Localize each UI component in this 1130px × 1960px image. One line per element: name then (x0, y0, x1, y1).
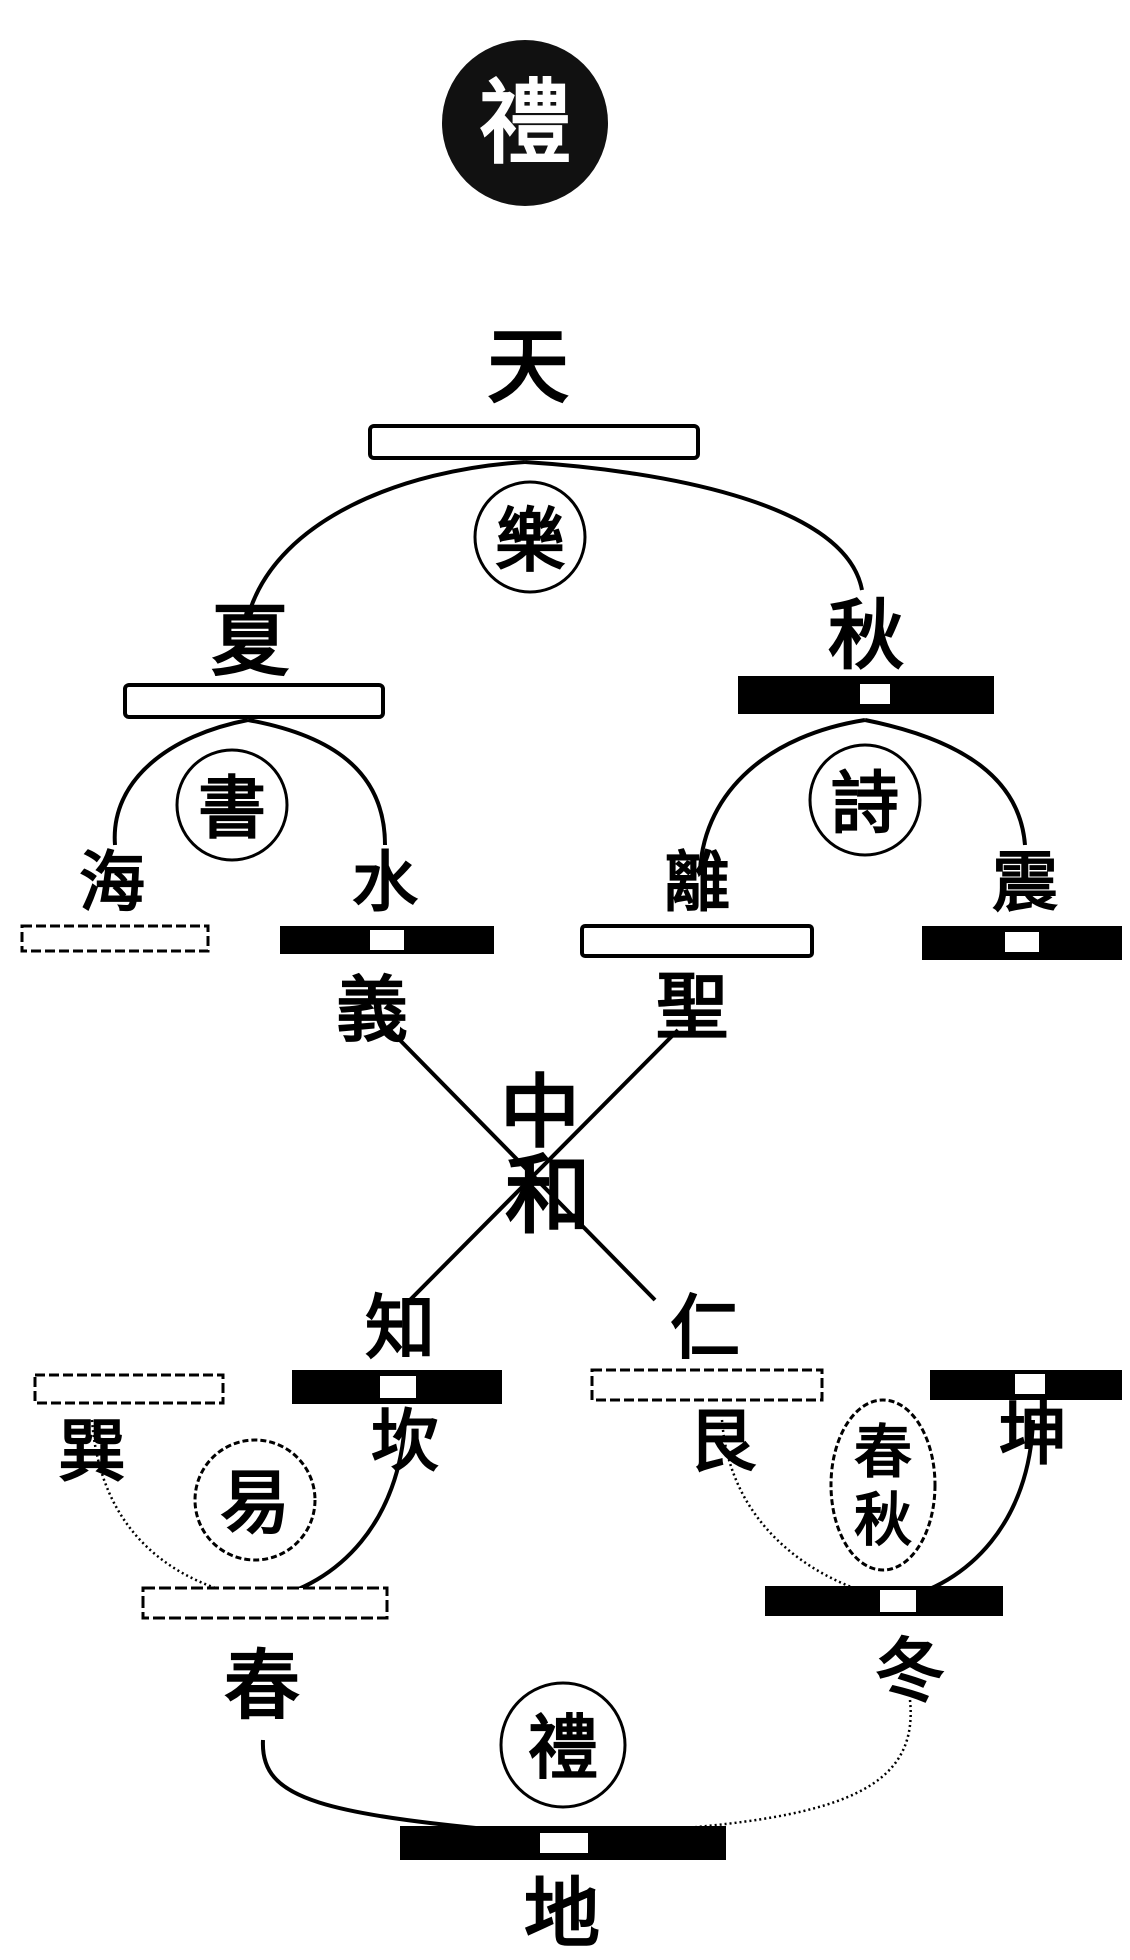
label-righteousness: 義 (336, 967, 408, 1052)
bar-autumn (738, 676, 994, 714)
bar-mid-right (580, 924, 814, 958)
connector-lines (90, 460, 1035, 1837)
bar-lower-mid-left (292, 1370, 502, 1404)
label-heaven: 天 (487, 319, 569, 415)
curve-lower-right-outer (720, 1419, 896, 1602)
bar-heaven (368, 424, 700, 460)
label-mid-right: 離 (664, 843, 730, 921)
label-summer: 夏 (211, 596, 290, 687)
bar-far-right (922, 926, 1122, 960)
curve-summer-far-left (112, 718, 249, 846)
label-lower-left-inner: 坎 (371, 1402, 439, 1482)
curve-autumn-far-right (864, 718, 1027, 846)
bar-winter-base (765, 1586, 1003, 1616)
label-spring: 春 (224, 1641, 300, 1730)
label-mid-left: 水 (352, 843, 419, 921)
curve-summer-mid-left (247, 718, 387, 846)
bar-lower-far-left (33, 1373, 225, 1405)
ring-rites (499, 1681, 627, 1809)
cross-line-righteousness (388, 1028, 657, 1302)
label-changes: 易 (220, 1461, 290, 1544)
title-glyph: 禮 (478, 69, 571, 177)
label-odes: 詩 (831, 764, 899, 844)
bar-lower-far-right (930, 1370, 1122, 1400)
label-lower-left-outer: 巽 (58, 1412, 126, 1492)
ring-documents (175, 748, 289, 862)
ring-music (473, 480, 587, 594)
label-lower-right-outer: 艮 (688, 1402, 757, 1482)
ring-annals (829, 1398, 937, 1572)
glyph-labels: 天 樂 夏 秋 書 詩 海 水 離 震 義 聖 中 和 知 仁 巽 坎 艮 坤 … (58, 319, 1067, 1958)
title-disc: 禮 (442, 40, 608, 206)
label-winter: 冬 (875, 1629, 945, 1712)
label-music: 樂 (495, 499, 566, 582)
rings (175, 480, 937, 1809)
curve-heaven-autumn (524, 460, 864, 591)
ring-odes (808, 743, 922, 857)
curve-autumn-mid-right (698, 718, 866, 871)
bar-spring-base (141, 1586, 389, 1620)
label-far-right: 震 (992, 843, 1059, 921)
ring-changes (193, 1438, 317, 1562)
bar-summer (123, 683, 385, 719)
label-autumn: 秋 (828, 591, 904, 680)
label-earth: 地 (524, 1869, 600, 1958)
cross-line-sageliness (403, 1028, 680, 1307)
label-documents: 書 (198, 769, 266, 849)
label-center-1: 中 (500, 1065, 580, 1159)
label-benevolence: 仁 (670, 1286, 740, 1369)
label-annals-1: 春 (854, 1418, 912, 1486)
bar-mid-left (280, 926, 494, 954)
bar-lower-mid-right (590, 1368, 824, 1402)
label-rites: 禮 (528, 1706, 598, 1789)
label-annals-2: 秋 (854, 1486, 912, 1554)
label-center-2: 和 (505, 1145, 591, 1246)
bar-earth (400, 1826, 726, 1860)
bar-far-left (20, 924, 210, 953)
bars (20, 424, 1122, 1860)
label-lower-right-inner: 坤 (999, 1395, 1067, 1475)
label-far-left: 海 (79, 843, 145, 921)
label-wisdom: 知 (365, 1286, 435, 1369)
label-sageliness: 聖 (656, 964, 728, 1049)
curve-heaven-summer (248, 460, 526, 611)
